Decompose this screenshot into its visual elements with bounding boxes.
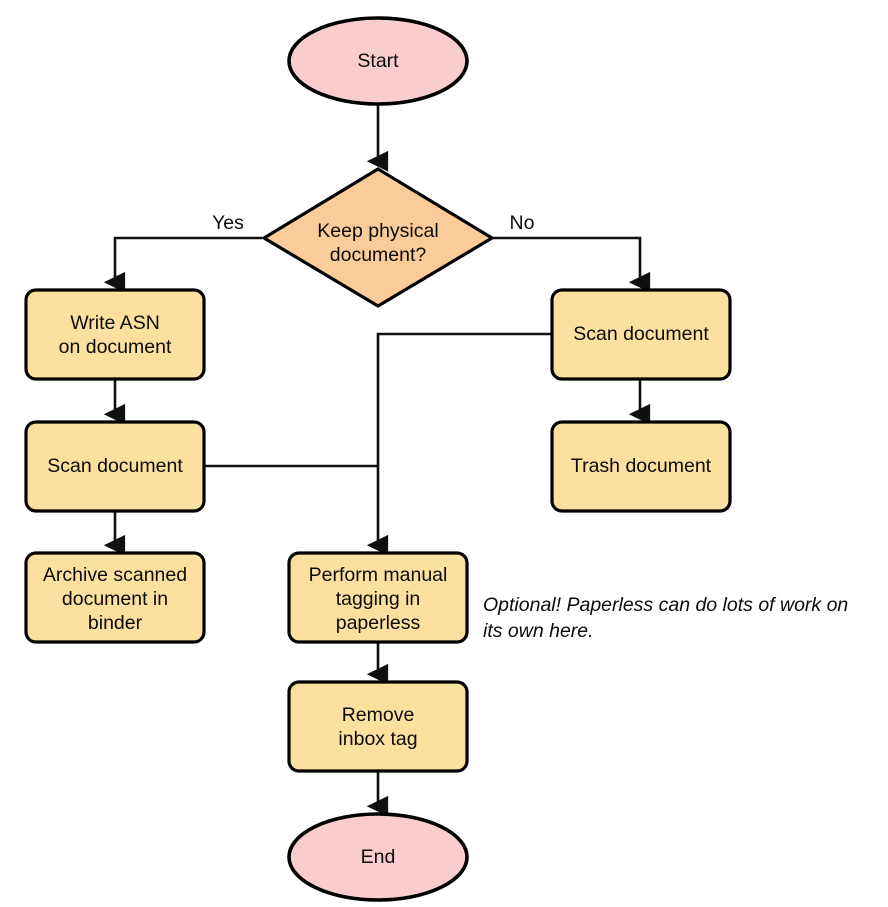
remove-inbox-tag-box xyxy=(287,680,469,773)
scan-document-right-box xyxy=(550,288,732,381)
scan-document-left-box xyxy=(24,420,206,513)
edge-label-no: No xyxy=(510,212,535,234)
end-ellipse xyxy=(287,812,469,902)
edge-scan-right-to-tagging xyxy=(366,332,552,556)
end-label: End xyxy=(361,846,396,868)
remove-inbox-label-line2: inbox tag xyxy=(338,728,417,750)
tagging-label-line1: Perform manual xyxy=(309,564,448,586)
annotation-optional-note: Optional! Paperless can do lots of work … xyxy=(483,594,848,642)
start-ellipse xyxy=(287,16,469,106)
trash-document-box xyxy=(550,420,732,513)
archive-label-line2: document in xyxy=(62,588,168,610)
archive-box xyxy=(24,551,206,644)
node-perform-manual-tagging[interactable]: Perform manual tagging in paperless xyxy=(287,551,469,644)
node-remove-inbox-tag[interactable]: Remove inbox tag xyxy=(287,680,469,773)
trash-document-label: Trash document xyxy=(571,455,712,477)
archive-label-line3: binder xyxy=(88,612,143,634)
node-start[interactable]: Start xyxy=(287,16,469,106)
decision-label-line1: Keep physical xyxy=(317,220,438,242)
decision-label-line2: document? xyxy=(330,244,427,266)
decision-diamond xyxy=(260,167,496,308)
node-end[interactable]: End xyxy=(287,812,469,902)
start-label: Start xyxy=(357,50,399,72)
write-asn-label-line1: Write ASN xyxy=(70,312,160,334)
annotation-line2: its own here. xyxy=(483,620,594,642)
scan-document-right-label: Scan document xyxy=(573,323,709,345)
scan-document-left-label: Scan document xyxy=(47,455,183,477)
tagging-label-line2: tagging in xyxy=(336,588,421,610)
node-archive-scanned-document[interactable]: Archive scanned document in binder xyxy=(24,551,206,644)
node-decision-keep-physical-document[interactable]: Keep physical document? xyxy=(260,167,496,308)
tagging-box xyxy=(287,551,469,644)
node-scan-document-right[interactable]: Scan document xyxy=(550,288,732,381)
edges-layer xyxy=(103,104,651,817)
edge-label-yes: Yes xyxy=(212,212,244,234)
edge-labels-layer: Yes No xyxy=(212,212,535,234)
node-scan-document-left[interactable]: Scan document xyxy=(24,420,206,513)
archive-label-line1: Archive scanned xyxy=(43,564,187,586)
annotation-line1: Optional! Paperless can do lots of work … xyxy=(483,594,848,616)
tagging-label-line3: paperless xyxy=(336,612,421,634)
write-asn-label-line2: on document xyxy=(59,336,172,358)
node-write-asn-on-document[interactable]: Write ASN on document xyxy=(24,288,206,381)
remove-inbox-label-line1: Remove xyxy=(342,704,415,726)
write-asn-box xyxy=(24,288,206,381)
node-trash-document[interactable]: Trash document xyxy=(550,420,732,513)
edge-decision-yes-to-write-asn xyxy=(103,236,262,293)
edge-decision-no-to-scan-right xyxy=(492,236,651,293)
